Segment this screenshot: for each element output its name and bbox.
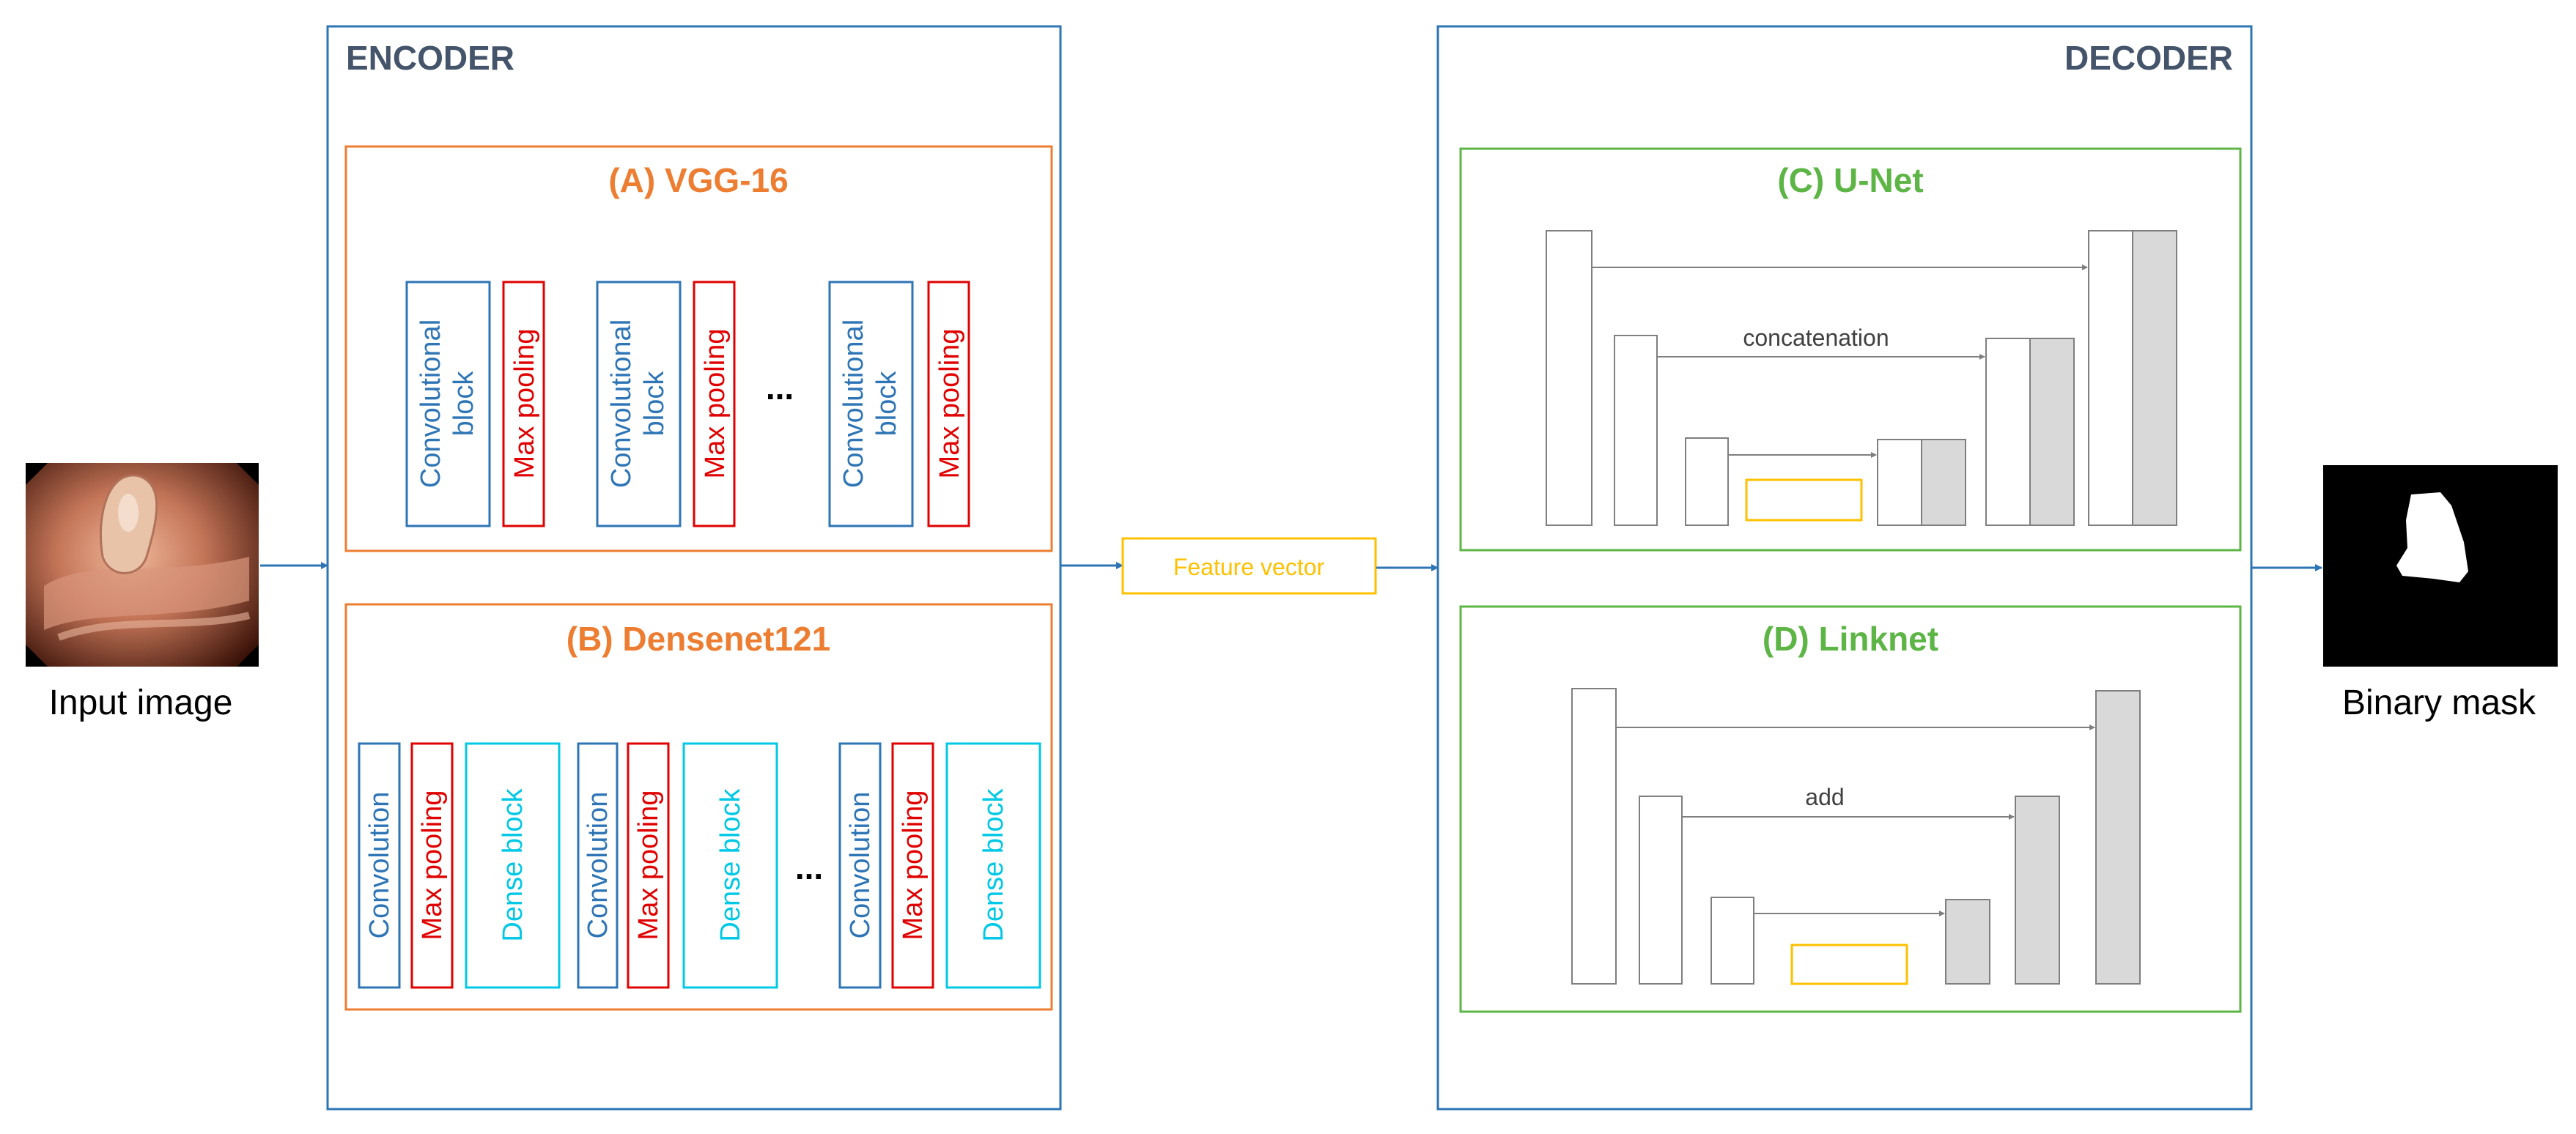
densenet-convolution-3: Convolution — [838, 742, 882, 989]
linknet-panel — [1459, 605, 2242, 1013]
unet-connection-label: concatenation — [1743, 325, 1889, 351]
unet-bottleneck — [1745, 478, 1863, 522]
linknet-bottleneck — [1790, 944, 1908, 985]
binary-mask-label: Binary mask — [2342, 683, 2536, 722]
vgg-max-pooling-1: Max pooling — [502, 281, 545, 527]
linknet-encoder-blocks — [1571, 688, 1754, 985]
unet-dec-block-2b — [2029, 338, 2075, 526]
densenet-dense-label-2: Dense block — [715, 788, 746, 941]
vgg-conv-block-1: Convolutional block — [405, 281, 491, 527]
densenet-dense-block-2: Dense block — [682, 742, 778, 989]
vgg-conv-label-1a: Convolutional — [416, 319, 446, 488]
densenet-dense-label-1: Dense block — [498, 788, 528, 941]
binary-mask-image — [2323, 465, 2558, 667]
linknet-dec-block-3 — [1945, 899, 1990, 985]
densenet121-title: (B) Densenet121 — [567, 620, 830, 658]
vgg16-panel — [344, 145, 1053, 552]
linknet-dec-block-2 — [2015, 796, 2060, 985]
linknet-decoder-blocks — [1945, 690, 2141, 985]
vgg-conv-label-3a: Convolutional — [838, 319, 869, 488]
densenet-ellipsis: ... — [795, 848, 823, 886]
vgg-pool-label-1: Max pooling — [509, 329, 540, 479]
densenet-pool-label-2: Max pooling — [633, 790, 664, 941]
vgg-pool-label-3: Max pooling — [934, 329, 965, 479]
vgg-conv-label-2a: Convolutional — [606, 319, 637, 488]
densenet-conv-label-2: Convolution — [583, 792, 613, 939]
densenet121-panel — [344, 603, 1053, 1011]
linknet-connection-label: add — [1805, 784, 1844, 810]
vgg-conv-label-2b: block — [639, 371, 670, 437]
unet-encoder-blocks — [1546, 230, 1729, 526]
decoder-title: DECODER — [2064, 39, 2233, 77]
unet-panel — [1459, 147, 2242, 552]
vgg-pool-label-2: Max pooling — [700, 329, 731, 479]
vgg-conv-label-1b: block — [449, 371, 479, 437]
decoder-frame — [1436, 25, 2253, 1111]
linknet-enc-block-2 — [1639, 796, 1683, 985]
encoder-frame — [326, 25, 1062, 1111]
unet-dec-block-3a — [1877, 439, 1922, 526]
encoder-title: ENCODER — [346, 39, 514, 77]
unet-dec-block-3b — [1921, 439, 1966, 526]
input-image — [26, 463, 259, 667]
linknet-dec-block-1 — [2095, 690, 2141, 985]
unet-title: (C) U-Net — [1777, 161, 1923, 199]
densenet-convolution-1: Convolution — [358, 742, 401, 989]
densenet-max-pooling-3: Max pooling — [891, 742, 934, 989]
input-image-label: Input image — [49, 683, 233, 722]
densenet-max-pooling-2: Max pooling — [627, 742, 670, 989]
densenet-conv-label-1: Convolution — [364, 792, 395, 939]
densenet-dense-label-3: Dense block — [978, 788, 1009, 941]
unet-dec-block-1b — [2132, 230, 2177, 526]
unet-enc-block-1 — [1546, 230, 1593, 526]
densenet-conv-label-3: Convolution — [845, 792, 876, 939]
densenet-max-pooling-1: Max pooling — [410, 742, 454, 989]
vgg-ellipsis: ... — [766, 368, 794, 407]
vgg-conv-block-2: Convolutional block — [596, 281, 682, 527]
unet-dec-block-2a — [1985, 338, 2031, 526]
feature-vector-label: Feature vector — [1173, 554, 1325, 580]
linknet-enc-block-1 — [1571, 688, 1617, 985]
unet-dec-block-1a — [2088, 230, 2133, 526]
vgg16-title: (A) VGG-16 — [608, 161, 788, 199]
vgg-max-pooling-2: Max pooling — [693, 281, 736, 527]
feature-vector-box — [1121, 537, 1377, 595]
linknet-enc-block-3 — [1710, 897, 1754, 985]
vgg-conv-label-3b: block — [871, 371, 902, 437]
unet-decoder-blocks — [1877, 230, 2177, 526]
densenet-dense-block-3: Dense block — [945, 742, 1041, 989]
densenet-dense-block-1: Dense block — [465, 742, 561, 989]
vgg-conv-block-3: Convolutional block — [828, 281, 914, 527]
densenet-pool-label-3: Max pooling — [898, 790, 929, 941]
linknet-title: (D) Linknet — [1763, 620, 1938, 658]
densenet-pool-label-1: Max pooling — [417, 790, 448, 941]
vgg-max-pooling-3: Max pooling — [927, 281, 970, 527]
unet-enc-block-2 — [1614, 335, 1658, 526]
densenet-convolution-2: Convolution — [577, 742, 619, 989]
unet-enc-block-3 — [1685, 437, 1729, 526]
